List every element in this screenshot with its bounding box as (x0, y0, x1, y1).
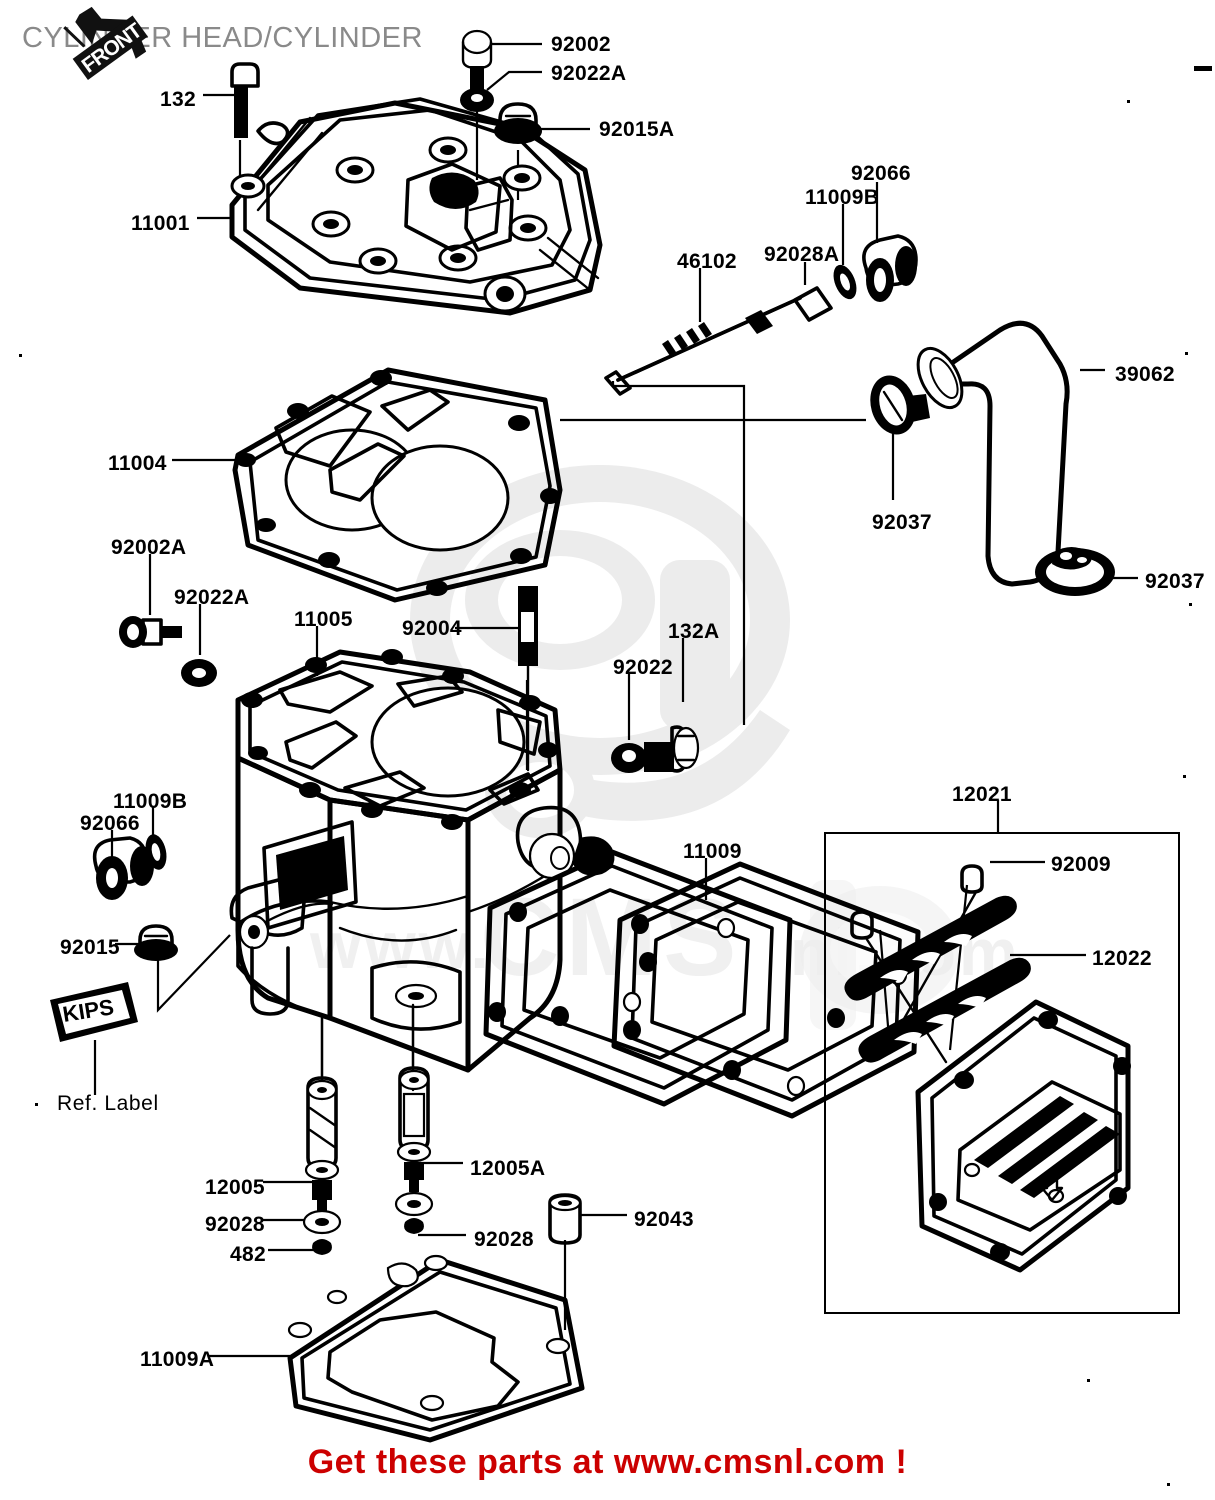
callout-12005[interactable]: 12005 (205, 1176, 265, 1199)
footer-cta-text[interactable]: Get these parts at www.cmsnl.com ! (307, 1443, 908, 1481)
callout-92004[interactable]: 92004 (402, 617, 462, 640)
reference-label-caption: Ref. Label (57, 1092, 159, 1115)
reed-valve-inset-box (824, 832, 1180, 1314)
callout-92028-center[interactable]: 92028 (474, 1228, 534, 1251)
callout-92028a[interactable]: 92028A (764, 243, 840, 266)
callout-11009b[interactable]: 11009B (805, 186, 880, 209)
callout-39062[interactable]: 39062 (1115, 363, 1175, 386)
callout-11009b-left[interactable]: 11009B (113, 790, 188, 813)
callout-132a[interactable]: 132A (668, 620, 720, 643)
callout-46102[interactable]: 46102 (677, 250, 737, 273)
callout-12021[interactable]: 12021 (952, 783, 1012, 806)
callout-92066-left[interactable]: 92066 (80, 812, 140, 835)
callout-92043[interactable]: 92043 (634, 1208, 694, 1231)
callout-92066[interactable]: 92066 (851, 162, 911, 185)
callout-92037-upper[interactable]: 92037 (872, 511, 932, 534)
callout-12005a[interactable]: 12005A (470, 1157, 546, 1180)
callout-11004[interactable]: 11004 (108, 452, 167, 475)
callout-482[interactable]: 482 (230, 1243, 266, 1266)
callout-92002[interactable]: 92002 (551, 33, 611, 56)
callout-92022a[interactable]: 92022A (551, 62, 627, 85)
callout-92015a[interactable]: 92015A (599, 118, 675, 141)
callout-11001[interactable]: 11001 (131, 212, 190, 235)
callout-132[interactable]: 132 (160, 88, 196, 111)
callout-92009[interactable]: 92009 (1051, 853, 1111, 876)
callout-92022[interactable]: 92022 (613, 656, 673, 679)
callout-11009[interactable]: 11009 (683, 840, 742, 863)
callout-92022a-left[interactable]: 92022A (174, 586, 250, 609)
callout-92002a[interactable]: 92002A (111, 536, 187, 559)
callout-12022[interactable]: 12022 (1092, 947, 1152, 970)
callout-92028-left[interactable]: 92028 (205, 1213, 265, 1236)
callout-92037-lower[interactable]: 92037 (1145, 570, 1205, 593)
callout-11009a[interactable]: 11009A (140, 1348, 215, 1371)
front-orientation-badge: FRONT (63, 6, 148, 80)
callout-11005[interactable]: 11005 (294, 608, 353, 631)
callout-92015[interactable]: 92015 (60, 936, 120, 959)
